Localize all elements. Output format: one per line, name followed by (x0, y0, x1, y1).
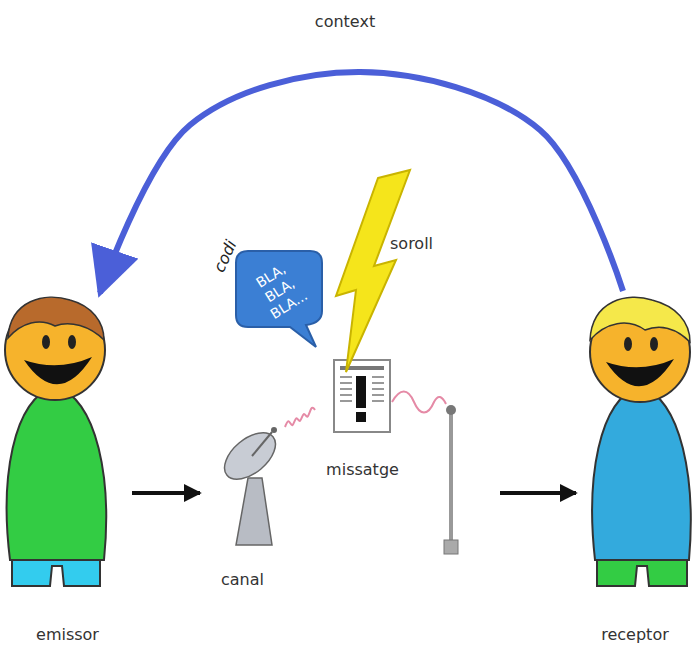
satellite-dish (216, 424, 284, 545)
receiver-figure: receptor (578, 295, 692, 645)
message-document (334, 360, 390, 432)
noise-bolt (336, 170, 410, 372)
node-label: receptor (601, 625, 669, 645)
node-label: missatge (326, 460, 399, 480)
signal-wave (392, 392, 446, 413)
signal-wave (285, 408, 315, 427)
receiver-person (590, 297, 691, 586)
message-doc: missatge (315, 355, 410, 480)
node-label: canal (221, 570, 264, 590)
flow-arrow (132, 491, 200, 495)
context-label: context (315, 12, 375, 32)
sender-figure: emissor (5, 295, 130, 645)
node-label: emissor (36, 625, 99, 645)
sender-person (5, 297, 106, 586)
antenna (444, 405, 458, 554)
arrow (500, 491, 576, 495)
code-bubble: codiBLA, BLA, BLA... (232, 245, 327, 350)
feedback-arc (100, 72, 623, 293)
channel-dish: canal (200, 415, 285, 590)
noise-label: soroll (390, 234, 433, 254)
